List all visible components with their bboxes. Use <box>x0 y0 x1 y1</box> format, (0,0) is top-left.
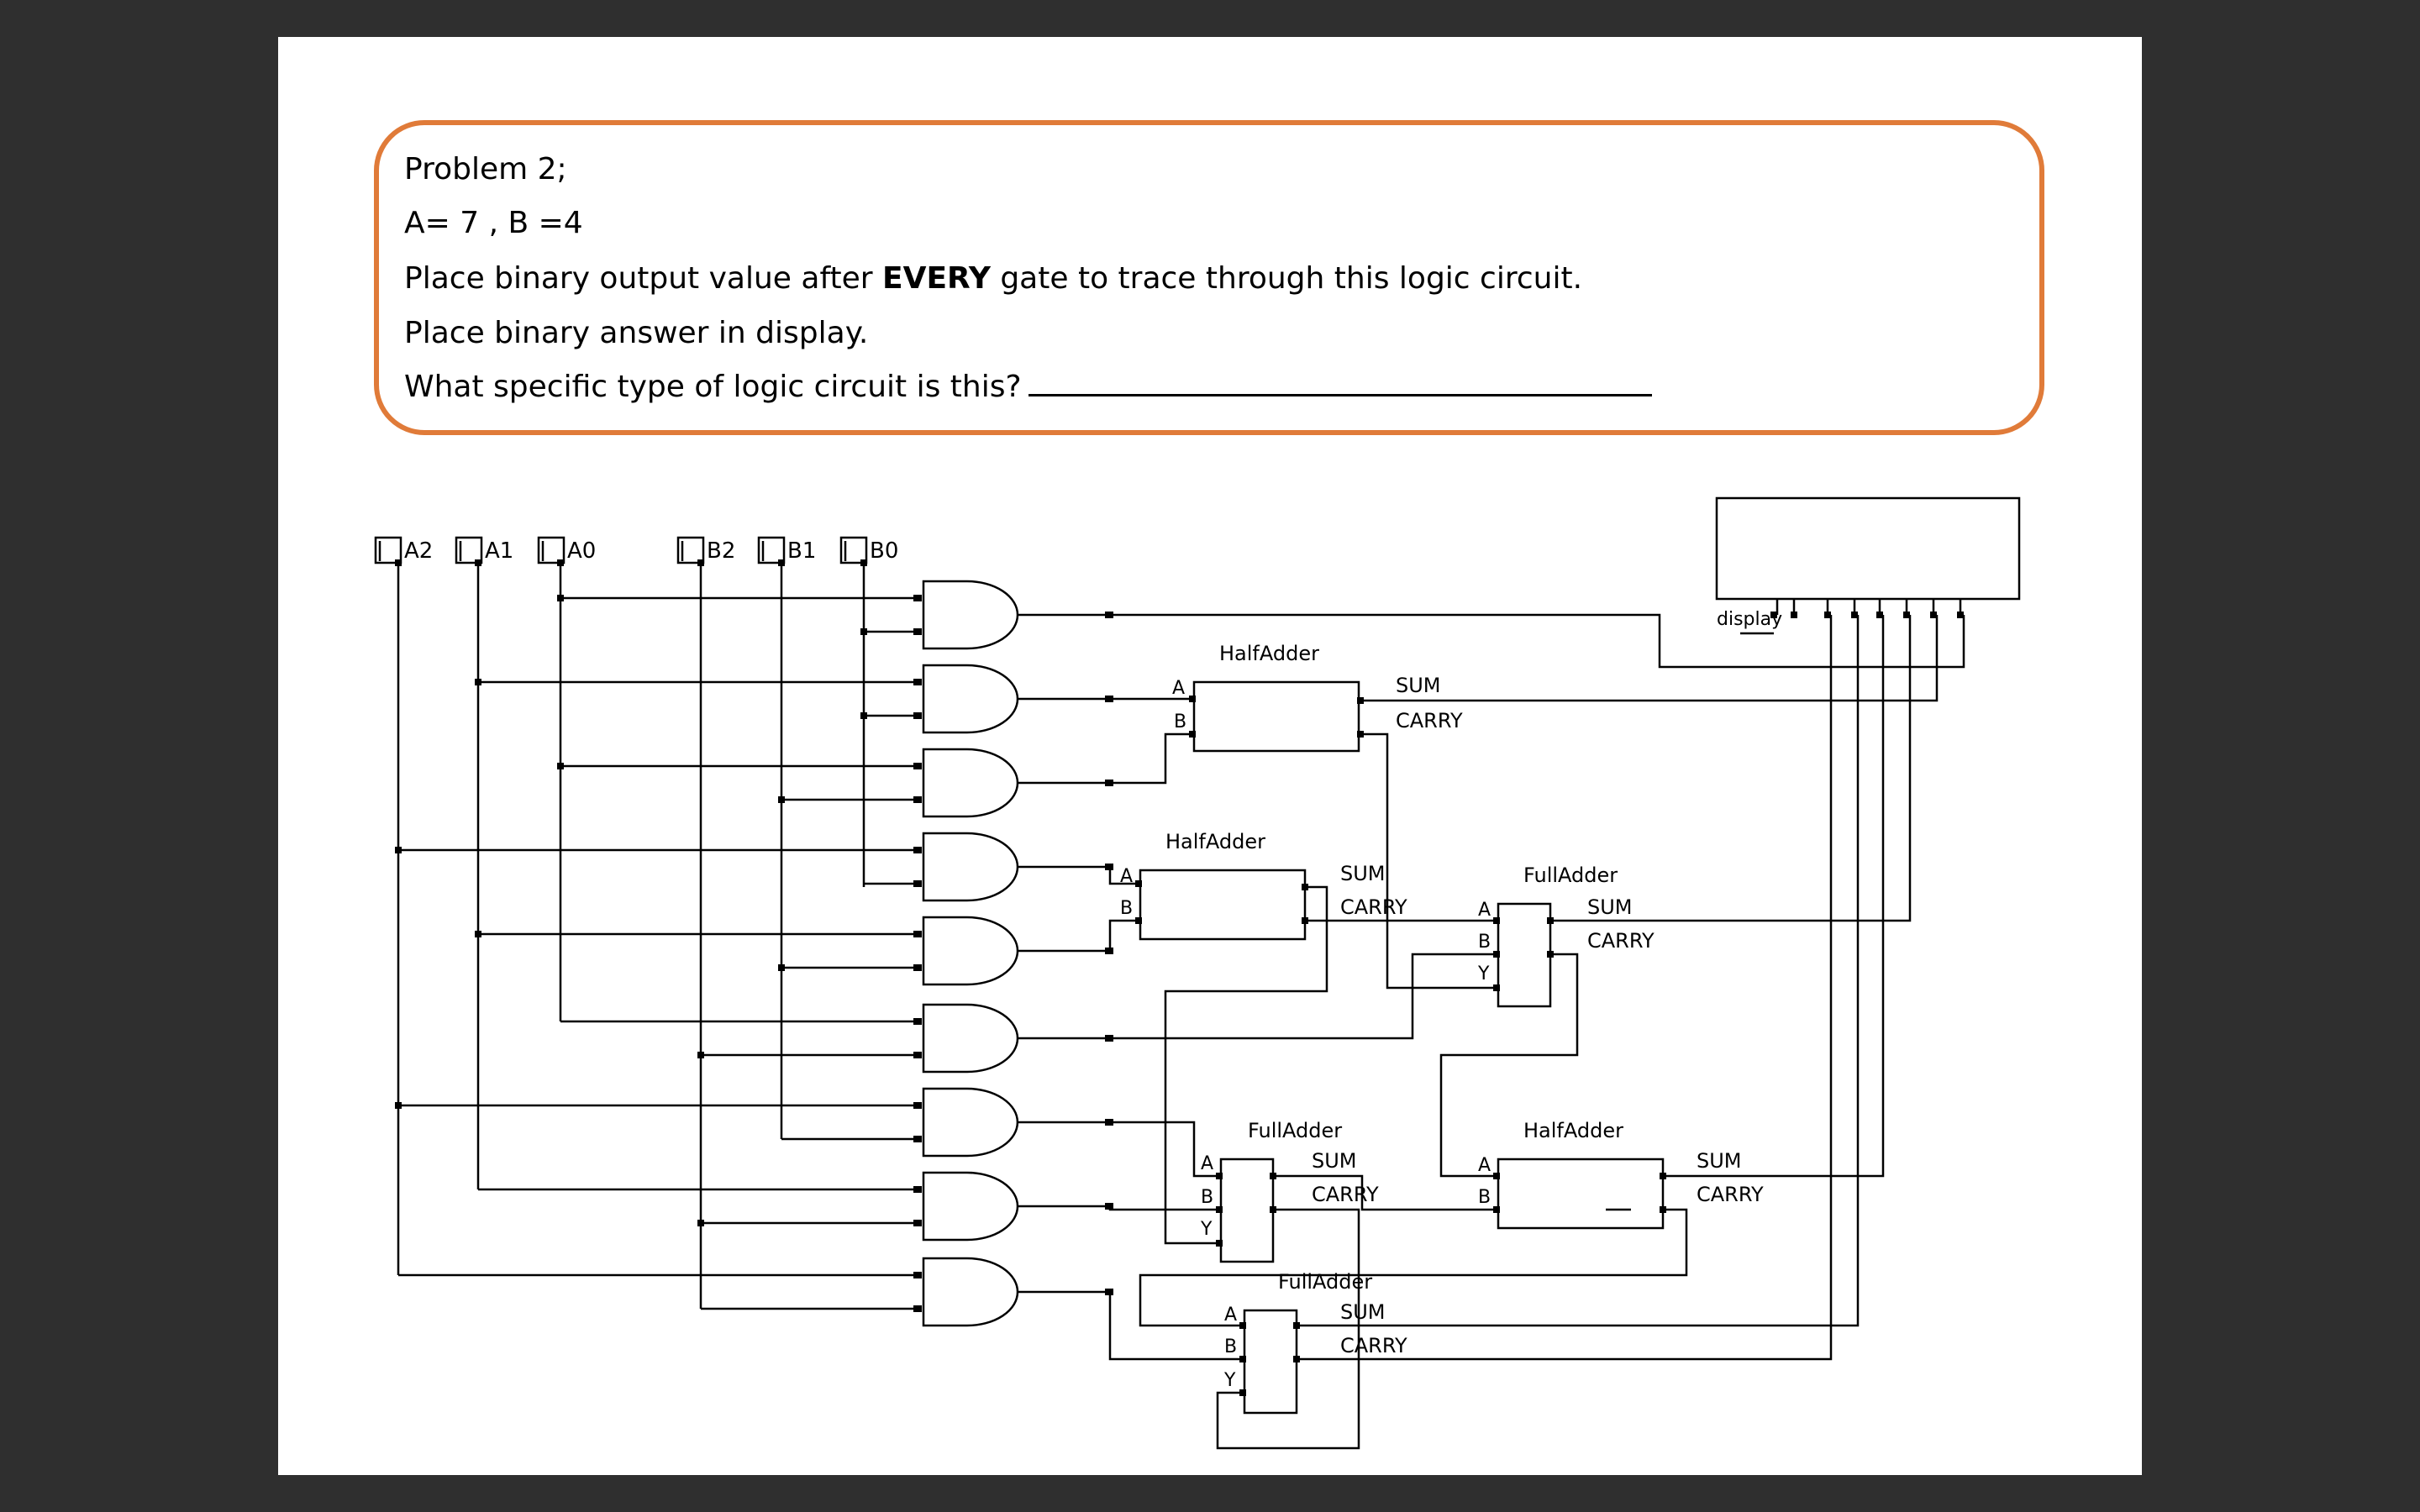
full-adder-3-carry: CARRY <box>1340 1334 1407 1357</box>
half-adder-2-pin-a: A <box>1120 866 1133 887</box>
adder-pin-dots <box>1135 696 1666 1396</box>
input-b0-label: B0 <box>870 538 898 564</box>
gate-input-wires <box>398 596 917 1310</box>
full-adder-3-pin-y: Y <box>1223 1370 1236 1391</box>
half-adder-2-sum: SUM <box>1340 862 1386 885</box>
full-adder-3-pin-b: B <box>1224 1336 1237 1357</box>
full-adder-2-pin-y: Y <box>1200 1219 1213 1240</box>
half-adder-3-pin-a: A <box>1478 1155 1491 1176</box>
half-adder-3-pin-b: B <box>1478 1187 1491 1208</box>
and-gate-9 <box>922 1257 1019 1327</box>
half-adder-1-title: HalfAdder <box>1219 642 1319 665</box>
instruction-post: gate to trace through this logic circuit… <box>990 261 1583 296</box>
full-adder-2-pin-b: B <box>1201 1187 1213 1208</box>
half-adder-2-title: HalfAdder <box>1165 830 1265 853</box>
input-b0[interactable]: B0 <box>839 536 898 564</box>
and-gate-1 <box>922 580 1019 650</box>
input-b2[interactable]: B2 <box>676 536 735 564</box>
half-adder-2-pin-b: B <box>1120 898 1133 919</box>
input-a1-label: A1 <box>485 538 513 564</box>
answer-blank[interactable] <box>1028 391 1652 396</box>
input-buses <box>397 563 865 1309</box>
and-gate-7 <box>922 1087 1019 1158</box>
instruction-pre: Place binary output value after <box>404 261 883 296</box>
full-adder-1-sum: SUM <box>1587 895 1633 919</box>
and-gate-8 <box>922 1171 1019 1242</box>
and-gates <box>922 580 1110 1327</box>
input-a2[interactable]: A2 <box>374 536 433 564</box>
full-adder-3-pin-a: A <box>1224 1305 1237 1326</box>
full-adder-1-pin-y: Y <box>1477 963 1490 984</box>
half-adder-3-sum: SUM <box>1697 1149 1742 1173</box>
problem-box: Problem 2; A= 7 , B =4 Place binary outp… <box>374 120 2044 435</box>
input-a2-label: A2 <box>404 538 433 564</box>
input-b1-label: B1 <box>787 538 816 564</box>
problem-values: A= 7 , B =4 <box>404 206 583 240</box>
input-a0[interactable]: A0 <box>537 536 596 564</box>
input-switches: A2 A1 A0 B2 B1 <box>374 536 898 564</box>
full-adder-1-pin-a: A <box>1478 900 1491 921</box>
problem-title: Problem 2; <box>404 152 567 186</box>
and-gate-3 <box>922 748 1019 818</box>
half-adder-1-sum: SUM <box>1396 674 1441 697</box>
full-adder-1-title: FullAdder <box>1523 864 1618 887</box>
full-adder-1: FullAdder A B Y SUM CARRY <box>1477 864 1655 1008</box>
full-adder-2-pin-a: A <box>1201 1153 1213 1174</box>
slide: Problem 2; A= 7 , B =4 Place binary outp… <box>278 37 2142 1475</box>
display: display <box>1715 496 2021 635</box>
input-a0-label: A0 <box>567 538 596 564</box>
problem-instruction-2: Place binary answer in display. <box>404 316 869 350</box>
input-b1[interactable]: B1 <box>757 536 816 564</box>
and-gate-2 <box>922 664 1019 734</box>
full-adder-3-title: FullAdder <box>1278 1270 1372 1294</box>
full-adder-2-carry: CARRY <box>1312 1183 1379 1206</box>
full-adder-1-pin-b: B <box>1478 932 1491 953</box>
problem-instruction: Place binary output value after EVERY ga… <box>404 261 1582 296</box>
half-adder-1: HalfAdder A B SUM CARRY <box>1172 642 1463 753</box>
and-gate-6 <box>922 1003 1019 1074</box>
instruction-bold: EVERY <box>882 261 991 296</box>
and-gate-4 <box>922 832 1019 902</box>
input-b2-label: B2 <box>707 538 735 564</box>
input-a1[interactable]: A1 <box>455 536 513 564</box>
half-adder-2-carry: CARRY <box>1340 895 1407 919</box>
full-adder-2-title: FullAdder <box>1248 1119 1342 1142</box>
and-gate-5 <box>922 916 1019 986</box>
half-adder-3-carry: CARRY <box>1697 1183 1764 1206</box>
interconnect-wires <box>1108 613 1965 1450</box>
question-text: What specific type of logic circuit is t… <box>404 370 1022 404</box>
logic-circuit: A2 A1 A0 B2 B1 <box>374 496 2021 1450</box>
half-adder-2: HalfAdder A B SUM CARRY <box>1120 830 1407 941</box>
full-adder-3-sum: SUM <box>1340 1300 1386 1324</box>
full-adder-1-carry: CARRY <box>1587 929 1655 953</box>
half-adder-3-title: HalfAdder <box>1523 1119 1623 1142</box>
full-adder-2-sum: SUM <box>1312 1149 1357 1173</box>
full-adder-2: FullAdder A B Y SUM CARRY <box>1200 1119 1379 1263</box>
half-adder-1-pin-b: B <box>1174 711 1186 732</box>
half-adder-1-pin-a: A <box>1172 678 1185 699</box>
problem-question: What specific type of logic circuit is t… <box>404 370 1652 404</box>
full-adder-3: FullAdder A B Y SUM CARRY <box>1223 1270 1407 1415</box>
half-adder-3: HalfAdder A B SUM CARRY <box>1478 1119 1764 1230</box>
half-adder-1-carry: CARRY <box>1396 709 1463 732</box>
junction-dots <box>395 559 1113 1312</box>
